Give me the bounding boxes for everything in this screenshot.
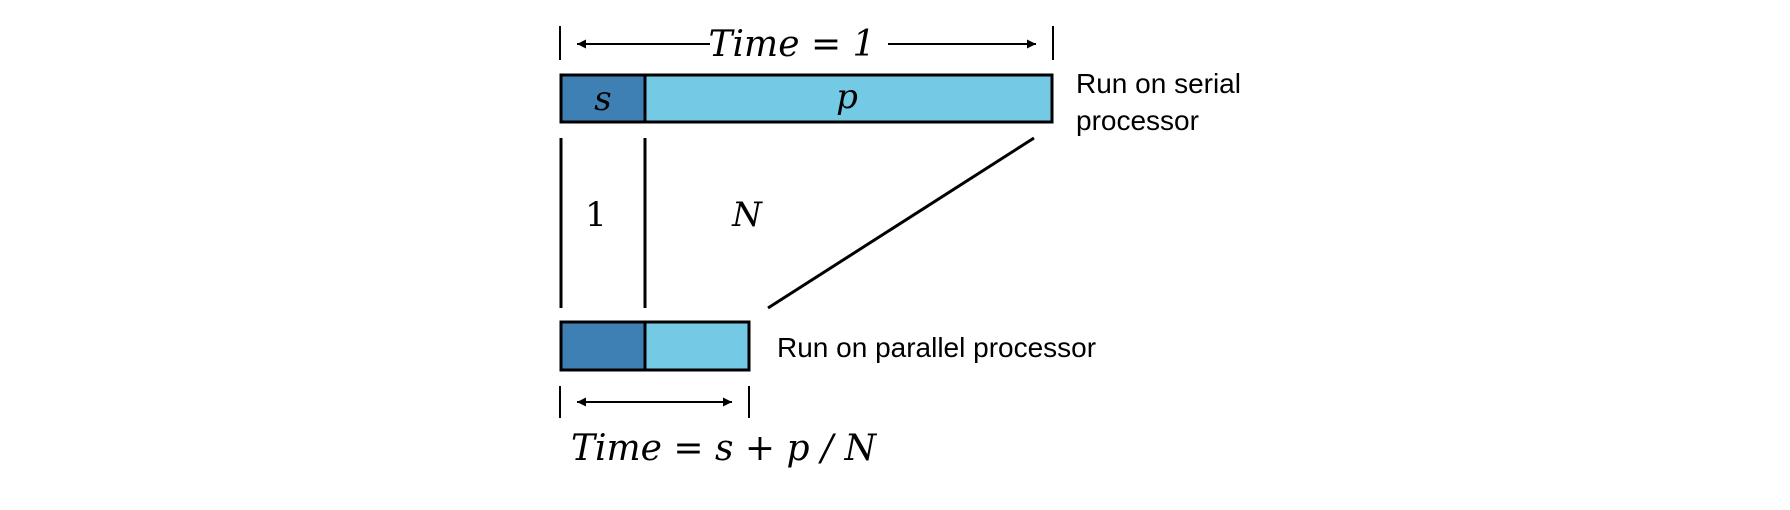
serial-p-label: p: [836, 77, 858, 117]
connector-lines: [559, 136, 1035, 310]
bottom-dimension: [559, 386, 750, 418]
serial-bar: [559, 73, 1054, 124]
top-dimension: [559, 26, 1054, 60]
serial-caption-line2: processor: [1076, 105, 1199, 136]
parallel-bar: [559, 320, 751, 372]
serial-segment-s: [559, 73, 647, 124]
serial-segment-p: [643, 73, 1054, 124]
parallel-factor-label: N: [731, 195, 763, 235]
parallel-caption: Run on parallel processor: [777, 332, 1096, 363]
serial-s-label: s: [594, 79, 611, 119]
serial-caption-line1: Run on serial: [1076, 68, 1241, 99]
diagonal-line: [767, 136, 1035, 310]
parallel-segment-p: [643, 320, 751, 372]
parallel-segment-s: [559, 320, 647, 372]
serial-factor-label: 1: [585, 195, 607, 235]
bottom-time-label: Time = s + p / N: [571, 428, 878, 469]
top-time-label: Time = 1: [709, 24, 876, 65]
